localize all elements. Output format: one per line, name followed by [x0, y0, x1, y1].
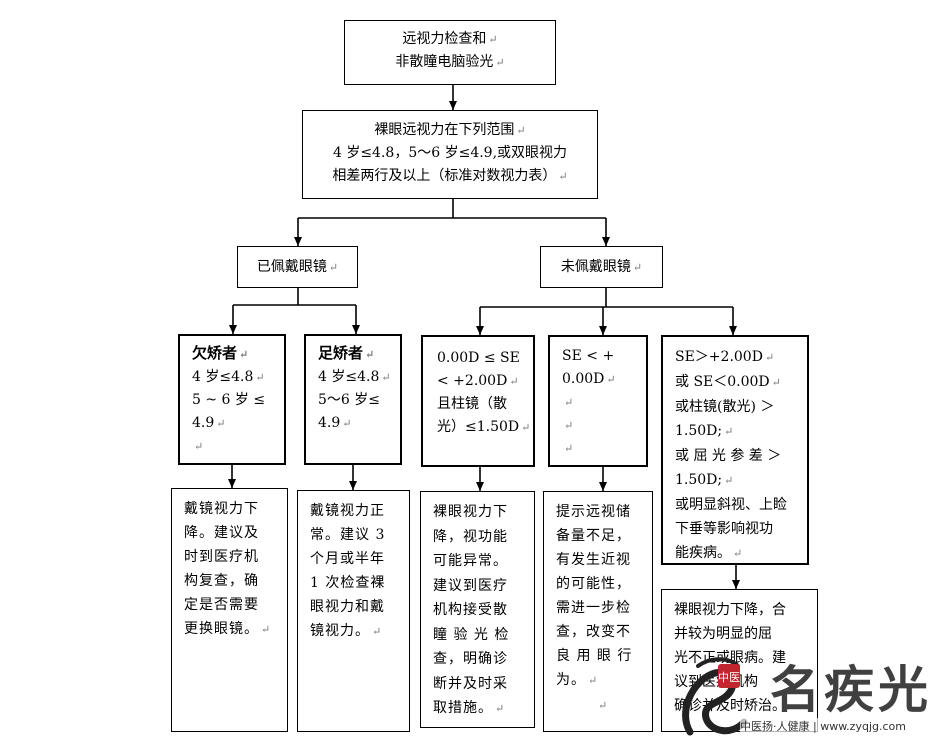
node-se-high-line-8: 下垂等影响视功 [675, 521, 773, 537]
node-under-line-2: 4 岁≤4.8↵ [192, 369, 265, 385]
result-se-low-line-9: ↵ [598, 699, 609, 712]
node-se-low-line-4: ↵ [564, 419, 574, 432]
node-under-line-3: 5 ~ 6 岁 ≤ [192, 392, 266, 408]
node-range-line-3: 相差两行及以上（标准对数视力表）↵ [332, 168, 568, 184]
result-se-low-line-8: 为。↵ [556, 672, 599, 688]
node-range-line-2: 4 岁≤4.8，5～6 岁≤4.9,或双眼视力 [332, 145, 568, 161]
node-not-wearing: 未佩戴眼镜↵ [540, 246, 663, 288]
node-full-corrected: 足矫者↵ 4 岁≤4.8↵ 5～6 岁≤ 4.9↵ [304, 334, 402, 465]
node-wearing-label: 已佩戴眼镜↵ [256, 259, 339, 275]
node-se-high-line-1: SE＞+2.00D↵ [675, 349, 775, 365]
result-se-range-line-2: 降，视功能 [433, 528, 508, 545]
node-se-range: 0.00D ≤ SE < +2.00D↵ 且柱镜（散 光）≤1.50D↵ [421, 335, 535, 467]
node-full-line-2: 4 岁≤4.8↵ [318, 369, 391, 385]
node-se-low-line-2: 0.00D↵ [562, 371, 616, 387]
node-start-line-1: 远视力检查和↵ [402, 31, 498, 47]
result-se-range: 裸眼视力下 降，视功能 可能异常。 建议到医疗 机构接受散 瞳 验 光 检 查，… [420, 491, 535, 728]
node-under-title: 欠矫者↵ [192, 344, 249, 362]
node-se-range-line-4: 光）≤1.50D↵ [437, 419, 531, 435]
node-not-wearing-label: 未佩戴眼镜↵ [560, 259, 643, 275]
node-se-low: SE < + 0.00D↵ ↵ ↵ ↵ [548, 335, 648, 467]
result-full-line-3: 个月或半年 [310, 551, 385, 567]
node-start: 远视力检查和↵ 非散瞳电脑验光↵ [344, 20, 556, 85]
result-under-line-1: 戴镜视力下 [184, 501, 259, 517]
result-se-high: 裸眼视力下降，合 并较为明显的屈 光不正或眼病。建 议到医疗机构 确诊并及时矫治… [661, 589, 818, 732]
result-full-corrected: 戴镜视力正 常。建议 3 个月或半年 1 次检查裸 眼视力和戴 镜视力。↵ [297, 490, 410, 732]
result-full-line-5: 眼视力和戴 [310, 599, 385, 615]
result-se-low-line-5: 需进一步检 [556, 600, 631, 616]
result-under-line-5: 定是否需要 [184, 597, 259, 613]
result-se-range-line-8: 断并及时采 [433, 675, 508, 692]
result-under-line-4: 构复查，确 [184, 573, 259, 589]
node-range: 裸眼远视力在下列范围↵ 4 岁≤4.8，5～6 岁≤4.9,或双眼视力 相差两行… [302, 110, 598, 199]
result-se-range-line-4: 建议到医疗 [433, 577, 508, 594]
result-se-low-line-4: 的可能性， [556, 576, 631, 592]
result-full-line-1: 戴镜视力正 [310, 503, 385, 519]
node-se-range-line-1: 0.00D ≤ SE [437, 350, 520, 366]
node-se-low-line-3: ↵ [564, 396, 574, 409]
node-se-range-line-3: 且柱镜（散 [437, 396, 507, 412]
watermark-logo-icon: 中医 [682, 657, 748, 736]
node-se-high-line-4: 1.50D;↵ [675, 423, 734, 439]
watermark-site: 中医扬·人健康 | www.zyqjg.com [740, 718, 906, 734]
result-se-range-line-3: 可能异常。 [433, 553, 508, 569]
node-se-high-line-9: 能疾病。↵ [675, 545, 743, 561]
result-full-line-6: 镜视力。↵ [310, 623, 383, 639]
node-se-low-line-1: SE < + [562, 348, 615, 364]
node-se-high-line-7: 或明显斜视、上睑 [675, 497, 787, 513]
node-se-high-line-5: 或 屈 光 参 差 ＞ [675, 448, 782, 464]
result-se-range-line-9: 取措施。↵ [433, 700, 506, 716]
result-se-low: 提示远视储 备量不足， 有发生近视 的可能性， 需进一步检 查，改变不 良 用 … [543, 491, 653, 732]
result-se-high-line-1: 裸眼视力下降，合 [674, 602, 786, 618]
node-se-high: SE＞+2.00D↵ 或 SE＜0.00D↵ 或柱镜(散光) ＞ 1.50D;↵… [661, 335, 809, 565]
result-se-range-line-5: 机构接受散 [433, 602, 508, 618]
node-full-line-3: 5～6 岁≤ [318, 392, 380, 408]
watermark-brand: 名疾光 [770, 660, 929, 719]
node-se-high-line-3: 或柱镜(散光) ＞ [675, 399, 775, 415]
node-se-range-line-2: < +2.00D↵ [437, 373, 519, 389]
result-se-low-line-6: 查，改变不 [556, 624, 631, 640]
result-se-low-line-3: 有发生近视 [556, 552, 631, 568]
result-full-line-4: 1 次检查裸 [310, 575, 386, 591]
result-under-corrected: 戴镜视力下 降。建议及 时到医疗机 构复查，确 定是否需要 更换眼镜。↵ [171, 488, 288, 732]
node-full-line-4: 4.9↵ [318, 415, 352, 431]
result-under-line-2: 降。建议及 [184, 525, 259, 541]
result-under-line-3: 时到医疗机 [184, 549, 259, 565]
node-under-line-5: ↵ [194, 440, 204, 453]
result-se-high-line-2: 并较为明显的屈 [674, 626, 772, 642]
node-se-low-line-5: ↵ [564, 442, 574, 455]
node-se-high-line-2: 或 SE＜0.00D↵ [675, 374, 781, 390]
result-se-low-line-1: 提示远视储 [556, 504, 631, 520]
watermark-seal-text: 中医 [718, 671, 740, 684]
result-se-high-line-5: 确诊并及时矫治。 [674, 698, 786, 714]
node-under-corrected: 欠矫者↵ 4 岁≤4.8↵ 5 ~ 6 岁 ≤ 4.9↵ ↵ [178, 334, 286, 465]
result-se-low-line-2: 备量不足， [556, 528, 631, 544]
result-se-range-line-6: 瞳 验 光 检 [433, 626, 510, 643]
watermark-seal [718, 664, 740, 688]
result-full-line-2: 常。建议 3 [310, 527, 386, 543]
result-se-low-line-7: 良 用 眼 行 [556, 648, 633, 664]
node-wearing: 已佩戴眼镜↵ [237, 246, 358, 288]
result-se-range-line-1: 裸眼视力下 [433, 504, 508, 520]
node-under-line-4: 4.9↵ [192, 415, 226, 431]
node-se-high-line-6: 1.50D;↵ [675, 472, 734, 488]
result-under-line-6: 更换眼镜。↵ [184, 621, 272, 637]
node-full-title: 足矫者↵ [318, 344, 375, 362]
node-range-line-1: 裸眼远视力在下列范围↵ [374, 122, 526, 138]
node-start-line-2: 非散瞳电脑验光↵ [395, 54, 505, 70]
result-se-range-line-7: 查，明确诊 [433, 651, 508, 667]
